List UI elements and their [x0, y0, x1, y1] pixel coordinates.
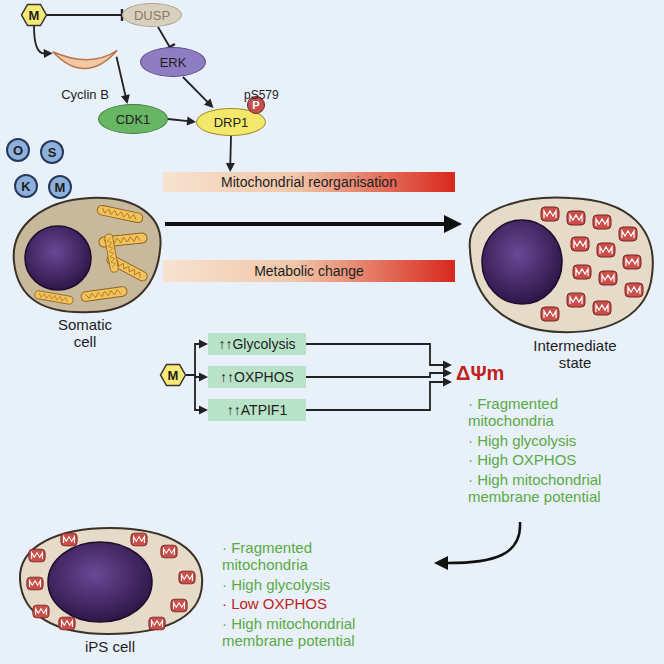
- feature-item: · Low OXPHOS: [222, 596, 380, 613]
- connector-line: [183, 77, 208, 102]
- progression-arrow: [165, 215, 462, 233]
- node-text: K: [21, 179, 30, 194]
- cyclin-crescent: Cyclin B: [50, 46, 120, 106]
- process-box: ↑↑OXPHOS: [208, 366, 306, 388]
- connector: [117, 57, 130, 104]
- node-text: M: [55, 180, 66, 195]
- connector: [306, 378, 452, 411]
- connector-line: [168, 119, 188, 121]
- connector: [186, 373, 208, 382]
- arrow-head: [187, 117, 196, 126]
- connector: [47, 9, 122, 21]
- feature-item: · High OXPHOS: [468, 452, 626, 469]
- factor-circle: K: [14, 174, 38, 198]
- node-text: O: [13, 143, 23, 158]
- feature-item: · High glycolysis: [468, 433, 626, 450]
- arrow-head: [443, 361, 452, 370]
- modulator-hexagon: M: [160, 364, 186, 386]
- feature-list: · Fragmented mitochondria · High glycolys…: [222, 540, 380, 653]
- node-text: Mitochondrial reorganisation: [221, 174, 397, 190]
- node-text: Cyclin B: [61, 87, 109, 102]
- cdk1-oval: CDK1: [98, 104, 168, 134]
- arrow-head: [199, 406, 208, 415]
- modulator-hexagon: M: [21, 4, 47, 26]
- process-band: Mitochondrial reorganisation: [163, 172, 455, 192]
- potential-node: ΔΨm: [452, 357, 508, 389]
- dusp-oval: DUSP: [122, 3, 182, 27]
- crescent-outline: [50, 46, 120, 78]
- connector: [226, 136, 235, 172]
- connector-line: [158, 27, 170, 47]
- arrow-head: [443, 378, 452, 387]
- node-text: DUSP: [134, 8, 170, 23]
- connector-line: [34, 26, 45, 54]
- connector-line: [117, 57, 126, 96]
- process-band: Metabolic change: [163, 260, 455, 282]
- feature-item: · High mitochondrial membrane potential: [222, 616, 380, 650]
- node-text: ↑↑ATPIF1: [227, 402, 287, 418]
- arrow-head: [199, 373, 208, 382]
- crescent-path: [53, 50, 117, 68]
- feature-item: · High glycolysis: [222, 577, 380, 594]
- arrow-head: [443, 369, 452, 378]
- cell-label: Somatic cell: [45, 316, 125, 350]
- hex-path: [22, 4, 47, 25]
- feature-item: · High mitochondrial membrane potential: [468, 472, 626, 506]
- feature-item: · Fragmented mitochondria: [468, 396, 626, 430]
- somatic-cell: [14, 198, 161, 312]
- node-text: S: [48, 145, 57, 160]
- connector: [306, 344, 452, 370]
- node-text: CDK1: [116, 112, 151, 127]
- node-text: ΔΨm: [456, 362, 504, 385]
- arrow-head: [226, 163, 235, 172]
- connector: [306, 369, 452, 378]
- ips-cell: [20, 528, 202, 634]
- node-text: ↑↑Glycolysis: [218, 336, 295, 352]
- arrow-head: [44, 49, 53, 58]
- process-box: ↑↑Glycolysis: [208, 333, 306, 355]
- node-text: DRP1: [214, 115, 249, 130]
- cell-label: iPS cell: [60, 638, 160, 655]
- feature-item: · Fragmented mitochondria: [222, 540, 380, 574]
- connector: [34, 26, 53, 58]
- arrow-head: [121, 94, 130, 104]
- connector: [168, 117, 196, 126]
- site-label: pS579: [244, 88, 279, 102]
- process-box: ↑↑ATPIF1: [208, 399, 306, 421]
- factor-circle: O: [6, 138, 30, 162]
- connector: [186, 340, 208, 376]
- connector: [183, 77, 214, 108]
- factor-circle: S: [40, 140, 64, 164]
- node-text: M: [168, 368, 179, 383]
- hex-path: [161, 364, 186, 385]
- connector-line: [229, 136, 231, 164]
- node-text: Metabolic change: [254, 263, 364, 279]
- connector-line: [306, 344, 444, 365]
- connector-line: [186, 375, 200, 410]
- arrow-head: [199, 340, 208, 349]
- drp1-oval: DRP1P: [196, 108, 266, 136]
- node-text: ↑↑OXPHOS: [220, 369, 294, 385]
- intermediate-cell: [470, 198, 653, 333]
- connector-line: [47, 14, 122, 16]
- connector-line: [306, 382, 444, 410]
- connector-line: [186, 344, 200, 375]
- curved-arrow: [434, 522, 520, 570]
- arrow-head: [204, 98, 214, 108]
- erk-oval: ERK: [140, 47, 206, 77]
- node-text: ERK: [160, 55, 187, 70]
- cell-label: Intermediate state: [520, 337, 630, 371]
- feature-list: · Fragmented mitochondria · High glycolys…: [468, 396, 626, 509]
- connector: [186, 375, 208, 415]
- node-text: M: [29, 8, 40, 23]
- connector-line: [306, 373, 444, 377]
- factor-circle: M: [48, 175, 72, 199]
